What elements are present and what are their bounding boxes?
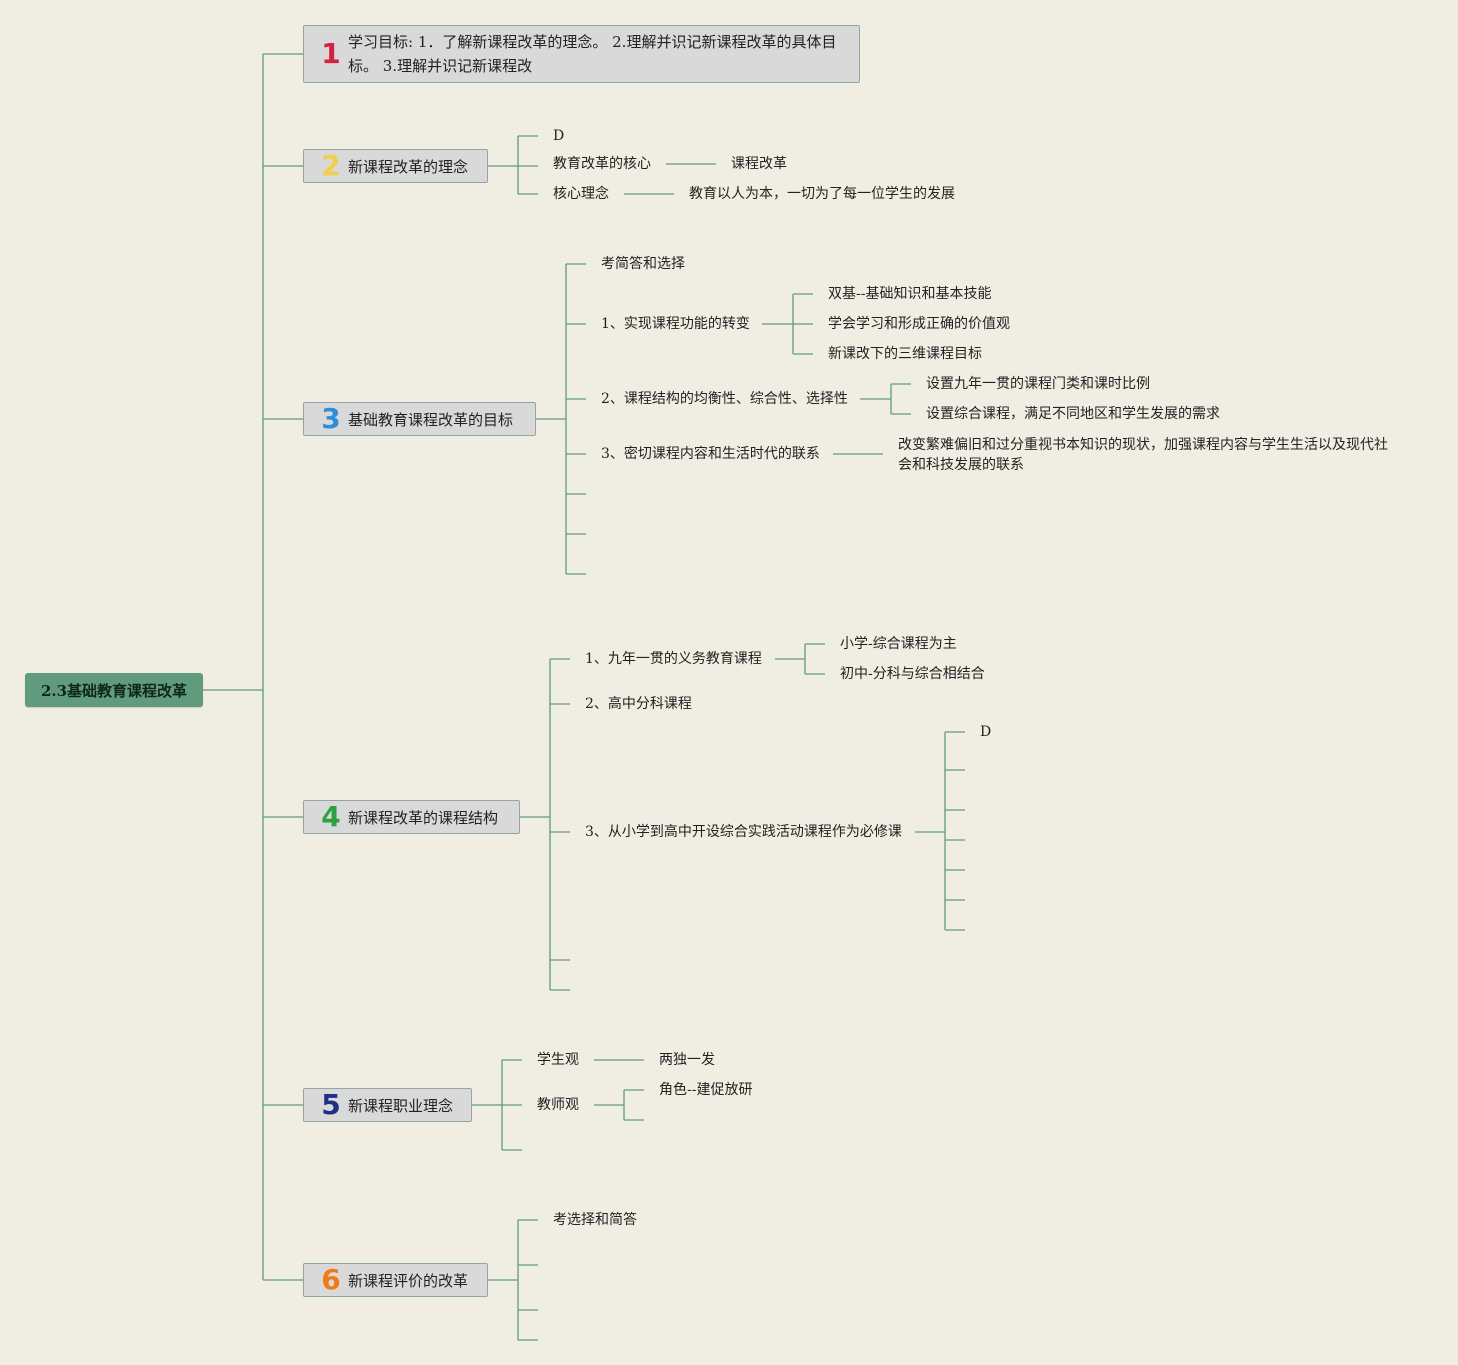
topic-title: 基础教育课程改革的目标 [348, 410, 514, 429]
topic-title: 新课程改革的理念 [348, 157, 469, 176]
topic-course-structure[interactable]: 4 新课程改革的课程结构 [303, 800, 520, 834]
subtopic-label[interactable]: 教师观 [537, 1097, 579, 1113]
subtopic-label[interactable]: 双基--基础知识和基本技能 [828, 286, 992, 302]
topic-title: 新课程改革的课程结构 [348, 808, 499, 827]
topic-title: 新课程职业理念 [348, 1096, 454, 1115]
number-2-icon: 2 [321, 149, 341, 182]
topic-reform-goals[interactable]: 3 基础教育课程改革的目标 [303, 402, 536, 436]
subtopic-label[interactable]: 小学-综合课程为主 [840, 636, 957, 652]
subtopic-label[interactable]: 1、实现课程功能的转变 [601, 316, 750, 332]
subtopic-label[interactable]: 2、高中分科课程 [585, 696, 692, 712]
subtopic-label[interactable]: 两独一发 [659, 1052, 715, 1068]
topic-professional-concept[interactable]: 5 新课程职业理念 [303, 1088, 472, 1122]
topic-title: 新课程评价的改革 [348, 1271, 469, 1290]
subtopic-label[interactable]: 核心理念 [553, 186, 609, 202]
topic-reform-concept[interactable]: 2 新课程改革的理念 [303, 149, 488, 183]
subtopic-label[interactable]: 学会学习和形成正确的价值观 [828, 316, 1010, 332]
root-topic[interactable]: 2.3基础教育课程改革 [25, 673, 203, 707]
subtopic-label[interactable]: 新课改下的三维课程目标 [828, 346, 982, 362]
subtopic-label[interactable]: 2、课程结构的均衡性、综合性、选择性 [601, 391, 848, 407]
subtopic-label[interactable]: 教育以人为本，一切为了每一位学生的发展 [689, 186, 955, 202]
subtopic-label[interactable]: 初中-分科与综合相结合 [840, 666, 985, 682]
subtopic-label[interactable]: 改变繁难偏旧和过分重视书本知识的现状，加强课程内容与学生生活以及现代社会和科技发… [898, 437, 1388, 473]
number-1-icon: 1 [321, 37, 341, 70]
subtopic-label[interactable]: 1、九年一贯的义务教育课程 [585, 651, 762, 667]
subtopic-label[interactable]: 3、密切课程内容和生活时代的联系 [601, 446, 820, 462]
subtopic-label[interactable]: 设置综合课程，满足不同地区和学生发展的需求 [926, 406, 1220, 422]
subtopic-label[interactable]: 考选择和简答 [553, 1212, 637, 1228]
subtopic-label[interactable]: D [553, 128, 565, 144]
number-4-icon: 4 [321, 800, 341, 833]
topic-evaluation-reform[interactable]: 6 新课程评价的改革 [303, 1263, 488, 1297]
subtopic-label[interactable]: 考简答和选择 [601, 256, 685, 272]
subtopic-label[interactable]: 学生观 [537, 1052, 579, 1068]
subtopic-label[interactable]: 教育改革的核心 [553, 156, 651, 172]
number-5-icon: 5 [321, 1088, 341, 1121]
subtopic-label[interactable]: 设置九年一贯的课程门类和课时比例 [926, 376, 1150, 392]
topic-title: 学习目标: 1．了解新课程改革的理念。 2.理解并识记新课程改革的具体目标。 3… [348, 33, 837, 75]
topic-learning-goals[interactable]: 1 学习目标: 1．了解新课程改革的理念。 2.理解并识记新课程改革的具体目标。… [303, 25, 860, 83]
subtopic-label[interactable]: 角色--建促放研 [659, 1082, 753, 1098]
subtopic-label[interactable]: 3、从小学到高中开设综合实践活动课程作为必修课 [585, 824, 902, 840]
number-6-icon: 6 [321, 1263, 341, 1296]
subtopic-label[interactable]: 课程改革 [731, 156, 787, 172]
number-3-icon: 3 [321, 402, 341, 435]
subtopic-label[interactable]: D [980, 724, 992, 740]
